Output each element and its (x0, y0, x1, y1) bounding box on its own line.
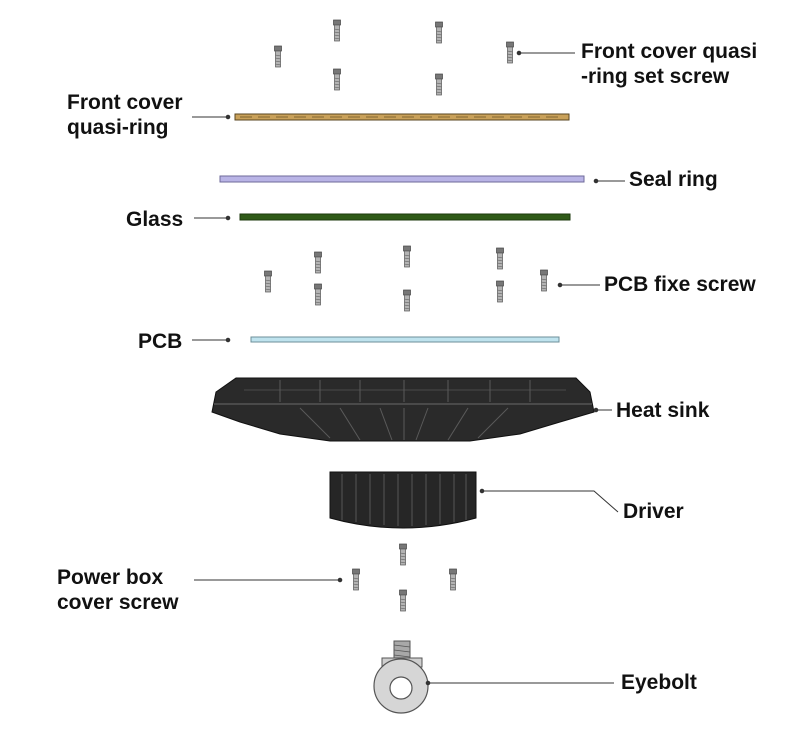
label-heat-sink: Heat sink (616, 399, 710, 422)
label-power-box-screw: Power box cover screw (57, 565, 178, 615)
driver (329, 471, 477, 529)
label-power-box-screw-line2: cover screw (57, 591, 179, 614)
label-driver: Driver (623, 500, 684, 523)
label-pcb: PCB (138, 330, 183, 353)
label-eyebolt: Eyebolt (621, 671, 697, 694)
label-pcb-screw: PCB fixe screw (604, 273, 756, 296)
label-front-cover-ring-line2: quasi-ring (67, 116, 169, 139)
label-front-cover-screw: Front cover quasi -ring set screw (581, 39, 757, 89)
label-glass: Glass (126, 208, 184, 231)
label-seal-ring: Seal ring (629, 168, 718, 191)
eyebolt (373, 640, 429, 714)
front-cover-screws (274, 19, 514, 96)
front-cover-quasi-ring (234, 113, 570, 121)
label-front-cover-ring-line1: Front cover (67, 91, 183, 114)
label-power-box-screw-line1: Power box (57, 566, 164, 589)
glass (239, 213, 571, 221)
label-front-cover-screw-line2: -ring set screw (581, 65, 730, 88)
label-front-cover-screw-line1: Front cover quasi (581, 40, 758, 63)
seal-ring (219, 175, 585, 183)
label-front-cover-ring: Front cover quasi-ring (67, 90, 183, 140)
pcb (250, 336, 560, 343)
heat-sink (211, 377, 595, 442)
power-box-screws (352, 543, 457, 612)
pcb-screws (264, 245, 548, 312)
leader-lines (192, 50, 625, 686)
